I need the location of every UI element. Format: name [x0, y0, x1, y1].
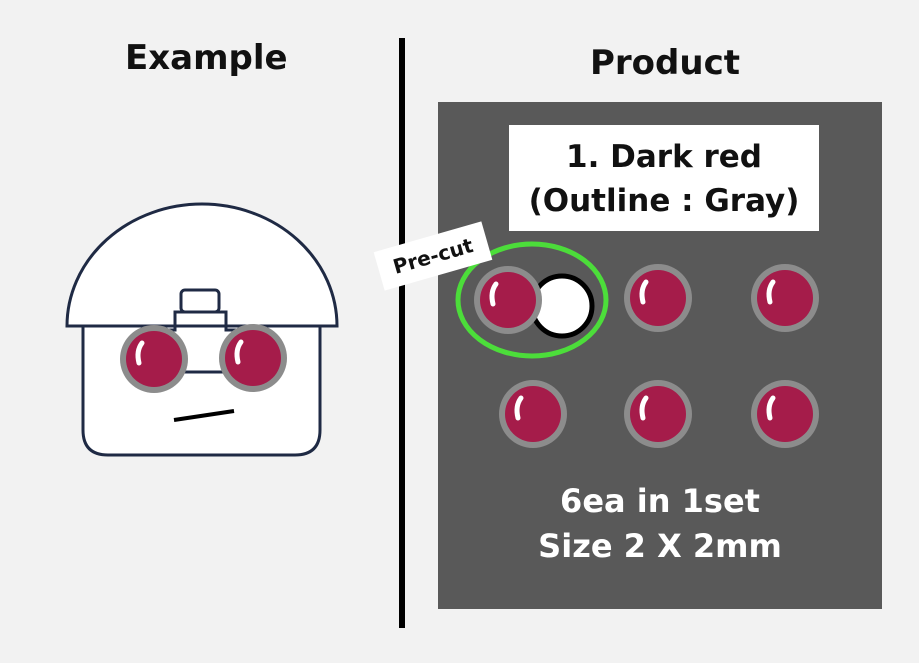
section-divider: [399, 38, 405, 628]
color-label-line1: 1. Dark red: [566, 139, 762, 175]
color-label-line2: (Outline : Gray): [528, 183, 800, 219]
eye-sticker-icon: [474, 266, 542, 334]
eye-sticker-icon: [751, 264, 819, 332]
example-title: Example: [125, 38, 288, 78]
precut-ring-icon: [455, 241, 609, 359]
eye-sticker-icon: [624, 264, 692, 332]
eye-sticker-icon: [624, 380, 692, 448]
product-title: Product: [590, 43, 740, 83]
color-label: 1. Dark red (Outline : Gray): [509, 125, 819, 231]
size-text: Size 2 X 2mm: [538, 527, 782, 565]
eye-sticker-icon: [499, 380, 567, 448]
eye-sticker-icon: [751, 380, 819, 448]
set-count-text: 6ea in 1set: [560, 482, 760, 520]
